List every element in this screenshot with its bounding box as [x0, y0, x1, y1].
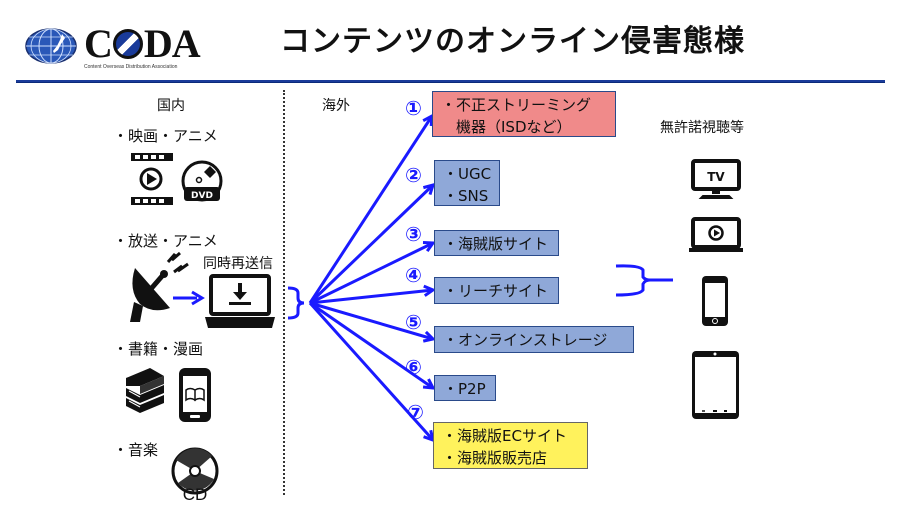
laptop-download-icon	[205, 274, 275, 328]
globe-icon	[25, 28, 77, 64]
film-play-icon	[131, 153, 173, 205]
domestic-overseas-divider	[283, 90, 285, 495]
satellite-dish-icon	[130, 251, 189, 322]
tv-icon	[691, 159, 741, 199]
category-film-anime: ・映画・アニメ	[113, 127, 218, 145]
cd-label: CD	[183, 485, 208, 504]
route-number-4: ④	[405, 263, 422, 287]
route-box-leech-sites[interactable]: ・リーチサイト	[434, 277, 559, 304]
dvd-label: DVD	[191, 191, 213, 201]
route-number-2: ②	[405, 163, 422, 187]
route-line: ・リーチサイト	[443, 282, 549, 300]
tablet-icon	[692, 351, 739, 419]
route-number-6: ⑥	[405, 355, 422, 379]
category-broadcast-anime: ・放送・アニメ	[113, 232, 218, 250]
smartphone-icon	[702, 276, 728, 326]
books-icon	[126, 368, 164, 413]
route-line: ・SNS	[443, 187, 489, 205]
route-number-1: ①	[405, 96, 422, 120]
route-box-pirate-ec-stores[interactable]: ・海賊版ECサイト ・海賊版販売店	[433, 422, 588, 469]
route-arrowhead-4	[423, 284, 437, 297]
route-arrowhead-5	[422, 330, 437, 343]
dvd-icon	[181, 160, 223, 202]
category-books-manga: ・書籍・漫画	[113, 340, 204, 358]
page-title: コンテンツのオンライン侵害態様	[280, 24, 745, 59]
route-box-ugc-sns[interactable]: ・UGC ・SNS	[434, 160, 500, 206]
route-box-online-storage[interactable]: ・オンラインストレージ	[434, 326, 634, 353]
cd-icon	[171, 447, 219, 495]
route-line: 機器（ISDなど）	[441, 118, 572, 136]
route-arrowhead-7	[423, 429, 436, 443]
domestic-heading: 国内	[157, 98, 185, 114]
route-arrowhead-6	[422, 378, 436, 390]
route-line: ・不正ストリーミング	[441, 96, 592, 114]
source-bracket	[287, 286, 305, 320]
route-number-3: ③	[405, 222, 422, 246]
overseas-heading: 海外	[322, 98, 350, 114]
route-arrow-4	[309, 288, 434, 305]
unauthorized-viewing-heading: 無許諾視聴等	[660, 120, 744, 136]
route-arrowhead-3	[422, 241, 436, 253]
smartphone-ebook-icon	[179, 368, 211, 422]
route-line: ・UGC	[443, 165, 492, 183]
route-line: ・P2P	[443, 380, 486, 398]
retransmission-arrow	[173, 290, 205, 306]
logo-o-mark	[112, 29, 143, 59]
route-number-7: ⑦	[407, 400, 424, 424]
device-bracket	[615, 264, 673, 297]
route-line: ・海賊版ECサイト	[442, 427, 567, 445]
route-number-5: ⑤	[405, 310, 422, 334]
route-box-illegal-streaming-devices[interactable]: ・不正ストリーミング 機器（ISDなど）	[432, 91, 616, 137]
category-music: ・音楽	[113, 441, 159, 459]
laptop-play-icon	[689, 217, 743, 252]
logo-subtitle: Content Overseas Distribution Associatio…	[84, 64, 178, 70]
route-arrowhead-1	[422, 113, 434, 127]
route-line: ・海賊版販売店	[442, 449, 548, 467]
route-arrowhead-2	[422, 182, 436, 195]
simultaneous-retransmission-label: 同時再送信	[203, 256, 273, 272]
header-rule	[16, 80, 885, 83]
route-box-p2p[interactable]: ・P2P	[434, 375, 496, 401]
route-box-pirate-sites[interactable]: ・海賊版サイト	[434, 230, 559, 256]
route-line: ・海賊版サイト	[443, 235, 549, 253]
route-line: ・オンラインストレージ	[443, 331, 608, 349]
tv-label: TV	[707, 170, 725, 184]
